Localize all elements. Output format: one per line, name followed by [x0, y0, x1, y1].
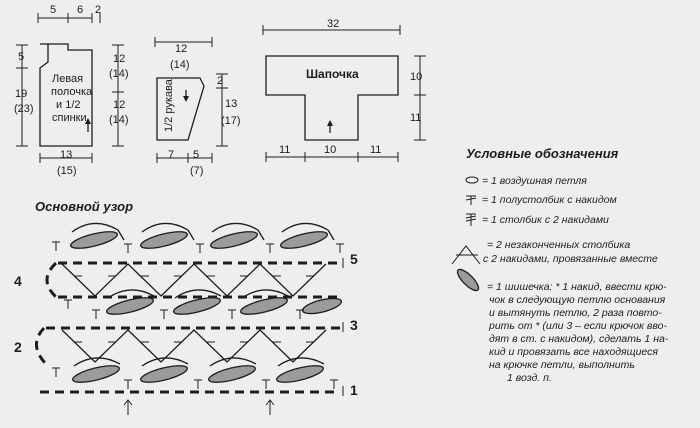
legend-item-4-line-2: с 2 накидами, провязанные вместе — [483, 253, 658, 265]
legend-item-5-line-4: рить от * (или 3 – если крючок вво- — [488, 320, 667, 332]
left-front-outline — [39, 43, 93, 147]
main-pattern: Основной узор — [14, 199, 358, 415]
left-front-name-line-2: полочка — [51, 86, 93, 98]
cap-name: Шапочка — [306, 67, 359, 81]
sleeve-bottom-dim-1: 7 — [168, 149, 174, 161]
bobble-icon — [276, 365, 324, 383]
left-front-bottom-dim-1: 13 — [60, 149, 72, 161]
cap-bottom-dim-2: 10 — [324, 144, 336, 156]
left-front-right-dim-2: (14) — [109, 68, 129, 80]
bobble-icon — [72, 365, 120, 383]
legend-item-3: = 1 столбик с 2 накидами — [482, 214, 609, 226]
left-front-bottom-dim-2: (15) — [57, 165, 77, 177]
legend: Условные обозначения = 1 воздушная петля… — [451, 146, 669, 384]
sleeve-top-dim-2: (14) — [170, 59, 190, 71]
row-number-1: 1 — [350, 382, 358, 398]
left-front-left-dim-1: 5 — [18, 51, 24, 63]
left-front-left-dim-2: 19 — [15, 88, 27, 100]
legend-item-5-line-1: = 1 шишечка: * 1 накид, ввести крю- — [487, 281, 667, 293]
cap-bottom-dim-3: 11 — [370, 144, 381, 156]
sleeve-bottom-dim-3: (7) — [190, 165, 203, 177]
left-front-left-dim-3: (23) — [14, 103, 34, 115]
bobble-icon — [140, 365, 188, 383]
sleeve-scheme: 12 (14) 1/2 рукава 2 13 (17) 7 5 (7) — [154, 37, 241, 177]
legend-item-5-line-2: чок в следующую петлю основания — [489, 294, 666, 306]
bobble-icon — [208, 365, 256, 383]
cluster-icon — [451, 245, 481, 265]
legend-item-1: = 1 воздушная петля — [482, 175, 587, 187]
bobble-icon — [456, 268, 480, 292]
pattern-row-3 — [64, 289, 343, 319]
legend-item-5-line-8: 1 возд. п. — [507, 372, 552, 384]
double-treble-icon — [465, 213, 477, 226]
row-number-3: 3 — [350, 317, 358, 333]
bobble-icon — [240, 297, 288, 315]
legend-item-5-line-3: и вытянуть петлю, 2 раза повто- — [489, 307, 662, 319]
left-front-scheme: 5 6 2 Левая полочка и 1/2 спинки 5 19 (2… — [14, 4, 129, 177]
cap-right-dim-2: 11 — [410, 112, 421, 124]
left-front-top-dim-1: 5 — [50, 4, 56, 16]
pattern-row-4 — [45, 261, 340, 299]
legend-title: Условные обозначения — [466, 146, 619, 161]
chain-icon — [465, 176, 479, 184]
sleeve-outline — [156, 77, 205, 141]
sleeve-bottom-dim-2: 5 — [193, 149, 199, 161]
pattern-row-1 — [40, 357, 340, 415]
legend-item-5-line-7: на крючке петли, выполнить — [489, 359, 635, 371]
left-front-name-line-1: Левая — [52, 73, 83, 85]
left-front-top-dim-3: 2 — [95, 4, 101, 16]
up-arrow-icon — [327, 120, 333, 126]
left-front-right-dim-4: (14) — [109, 114, 129, 126]
sleeve-right-dim-3: (17) — [221, 115, 241, 127]
bobble-icon — [210, 231, 258, 249]
left-front-name-line-3: и 1/2 — [56, 99, 81, 111]
row-number-5: 5 — [350, 251, 358, 267]
pattern-row-5 — [52, 222, 344, 253]
sleeve-top-dim-1: 12 — [175, 43, 187, 55]
legend-item-5-line-5: дят в ст. с накидом), сделать 1 на- — [489, 333, 669, 345]
row-number-2: 2 — [14, 339, 22, 355]
cap-outline — [265, 55, 399, 141]
bobble-icon — [70, 231, 118, 249]
left-front-name-line-4: спинки — [52, 112, 87, 124]
half-double-crochet-icon — [465, 195, 477, 205]
cap-right-dim-1: 10 — [410, 71, 422, 83]
bobble-icon — [280, 231, 328, 249]
pattern-title: Основной узор — [35, 199, 133, 214]
bobble-icon — [140, 231, 188, 249]
sleeve-right-dim-2: 13 — [225, 98, 237, 110]
legend-item-4-line-1: = 2 незаконченных столбика — [487, 239, 630, 251]
cap-scheme: 32 Шапочка 10 11 11 10 11 — [262, 18, 426, 162]
bobble-icon — [106, 297, 154, 315]
bobble-icon — [173, 297, 221, 315]
legend-item-2: = 1 полустолбик с накидом — [482, 194, 617, 206]
sleeve-right-dim-1: 2 — [217, 75, 223, 87]
pattern-row-2 — [35, 326, 340, 366]
legend-item-5-line-6: кид и провязать все находящиеся — [489, 346, 658, 358]
left-front-right-dim-3: 12 — [113, 99, 125, 111]
cap-bottom-dim-1: 11 — [279, 144, 290, 156]
bobble-icon — [301, 297, 343, 315]
down-arrow-icon — [183, 96, 189, 102]
cap-top-dim: 32 — [327, 18, 339, 30]
left-front-right-dim-1: 12 — [113, 53, 125, 65]
row-number-4: 4 — [14, 273, 22, 289]
sleeve-name: 1/2 рукава — [163, 78, 175, 132]
left-front-top-dim-2: 6 — [77, 4, 83, 16]
